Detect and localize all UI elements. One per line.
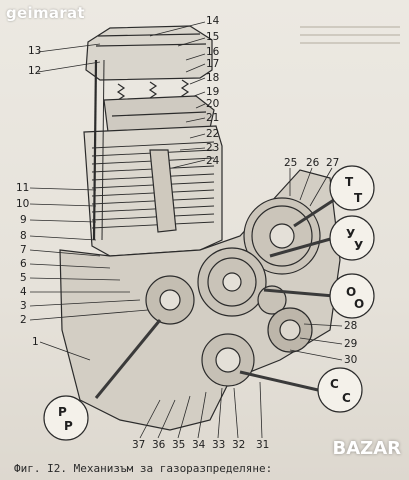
mark-letter-t-2: T <box>354 191 363 205</box>
part-label-22: 22 <box>206 128 220 140</box>
part-label-16: 16 <box>206 46 220 58</box>
background-text-lines <box>300 20 400 50</box>
part-label-31: 31 <box>256 439 270 451</box>
part-label-10: 10 <box>16 198 30 210</box>
part-label-2: 2 <box>20 314 27 326</box>
part-label-17: 17 <box>206 58 220 70</box>
mark-inset-c <box>317 367 363 413</box>
part-label-6: 6 <box>20 258 27 270</box>
mark-letter-u: У <box>346 227 356 241</box>
part-label-33: 33 <box>212 439 226 451</box>
part-label-3: 3 <box>20 300 27 312</box>
brand-watermark: BAZAR <box>332 438 402 459</box>
part-label-29: 29 <box>344 338 358 350</box>
connecting-rod <box>149 149 177 233</box>
mark-letter-c-2: С <box>342 391 351 405</box>
part-label-30: 30 <box>344 354 358 366</box>
part-label-35: 35 <box>172 439 186 451</box>
part-label-8: 8 <box>20 230 27 242</box>
part-label-27: 27 <box>326 157 340 169</box>
part-label-9: 9 <box>20 214 27 226</box>
mark-inset-t <box>329 165 375 211</box>
part-label-18: 18 <box>206 72 220 84</box>
part-label-12: 12 <box>28 65 42 77</box>
part-label-11: 11 <box>16 182 30 194</box>
part-label-26: 26 <box>306 157 320 169</box>
figure-caption: Фиг. I2. Механизъм за газоразпределяне: <box>14 462 273 475</box>
mark-letter-p: Р <box>58 405 67 419</box>
part-label-15: 15 <box>206 31 220 43</box>
push-rod-tube <box>92 59 98 241</box>
part-label-5: 5 <box>20 272 27 284</box>
oil-pump-gear <box>257 285 287 315</box>
part-label-7: 7 <box>20 244 27 256</box>
part-label-4: 4 <box>20 286 27 298</box>
part-label-23: 23 <box>206 142 220 154</box>
part-label-32: 32 <box>232 439 246 451</box>
mark-inset-p <box>43 395 89 441</box>
part-label-34: 34 <box>192 439 206 451</box>
mark-letter-o-2: О <box>354 297 365 311</box>
part-label-1: 1 <box>32 336 39 348</box>
mark-inset-o <box>329 273 375 319</box>
cylinder-head <box>85 25 213 81</box>
part-label-24: 24 <box>206 155 220 167</box>
part-label-28: 28 <box>344 320 358 332</box>
mark-letter-t: T <box>345 175 354 189</box>
part-label-37: 37 <box>132 439 146 451</box>
mark-letter-o: О <box>346 285 357 299</box>
mark-letter-u-2: У <box>354 239 364 253</box>
part-label-14: 14 <box>206 15 220 27</box>
mark-letter-c: С <box>330 377 339 391</box>
part-label-20: 20 <box>206 98 220 110</box>
part-label-25: 25 <box>284 157 298 169</box>
part-label-13: 13 <box>28 45 42 57</box>
part-label-19: 19 <box>206 86 220 98</box>
watermark-text: geimarat <box>6 4 85 22</box>
part-label-36: 36 <box>152 439 166 451</box>
mark-inset-u <box>329 215 375 261</box>
mark-letter-p-2: Р <box>64 419 73 433</box>
part-label-21: 21 <box>206 112 220 124</box>
